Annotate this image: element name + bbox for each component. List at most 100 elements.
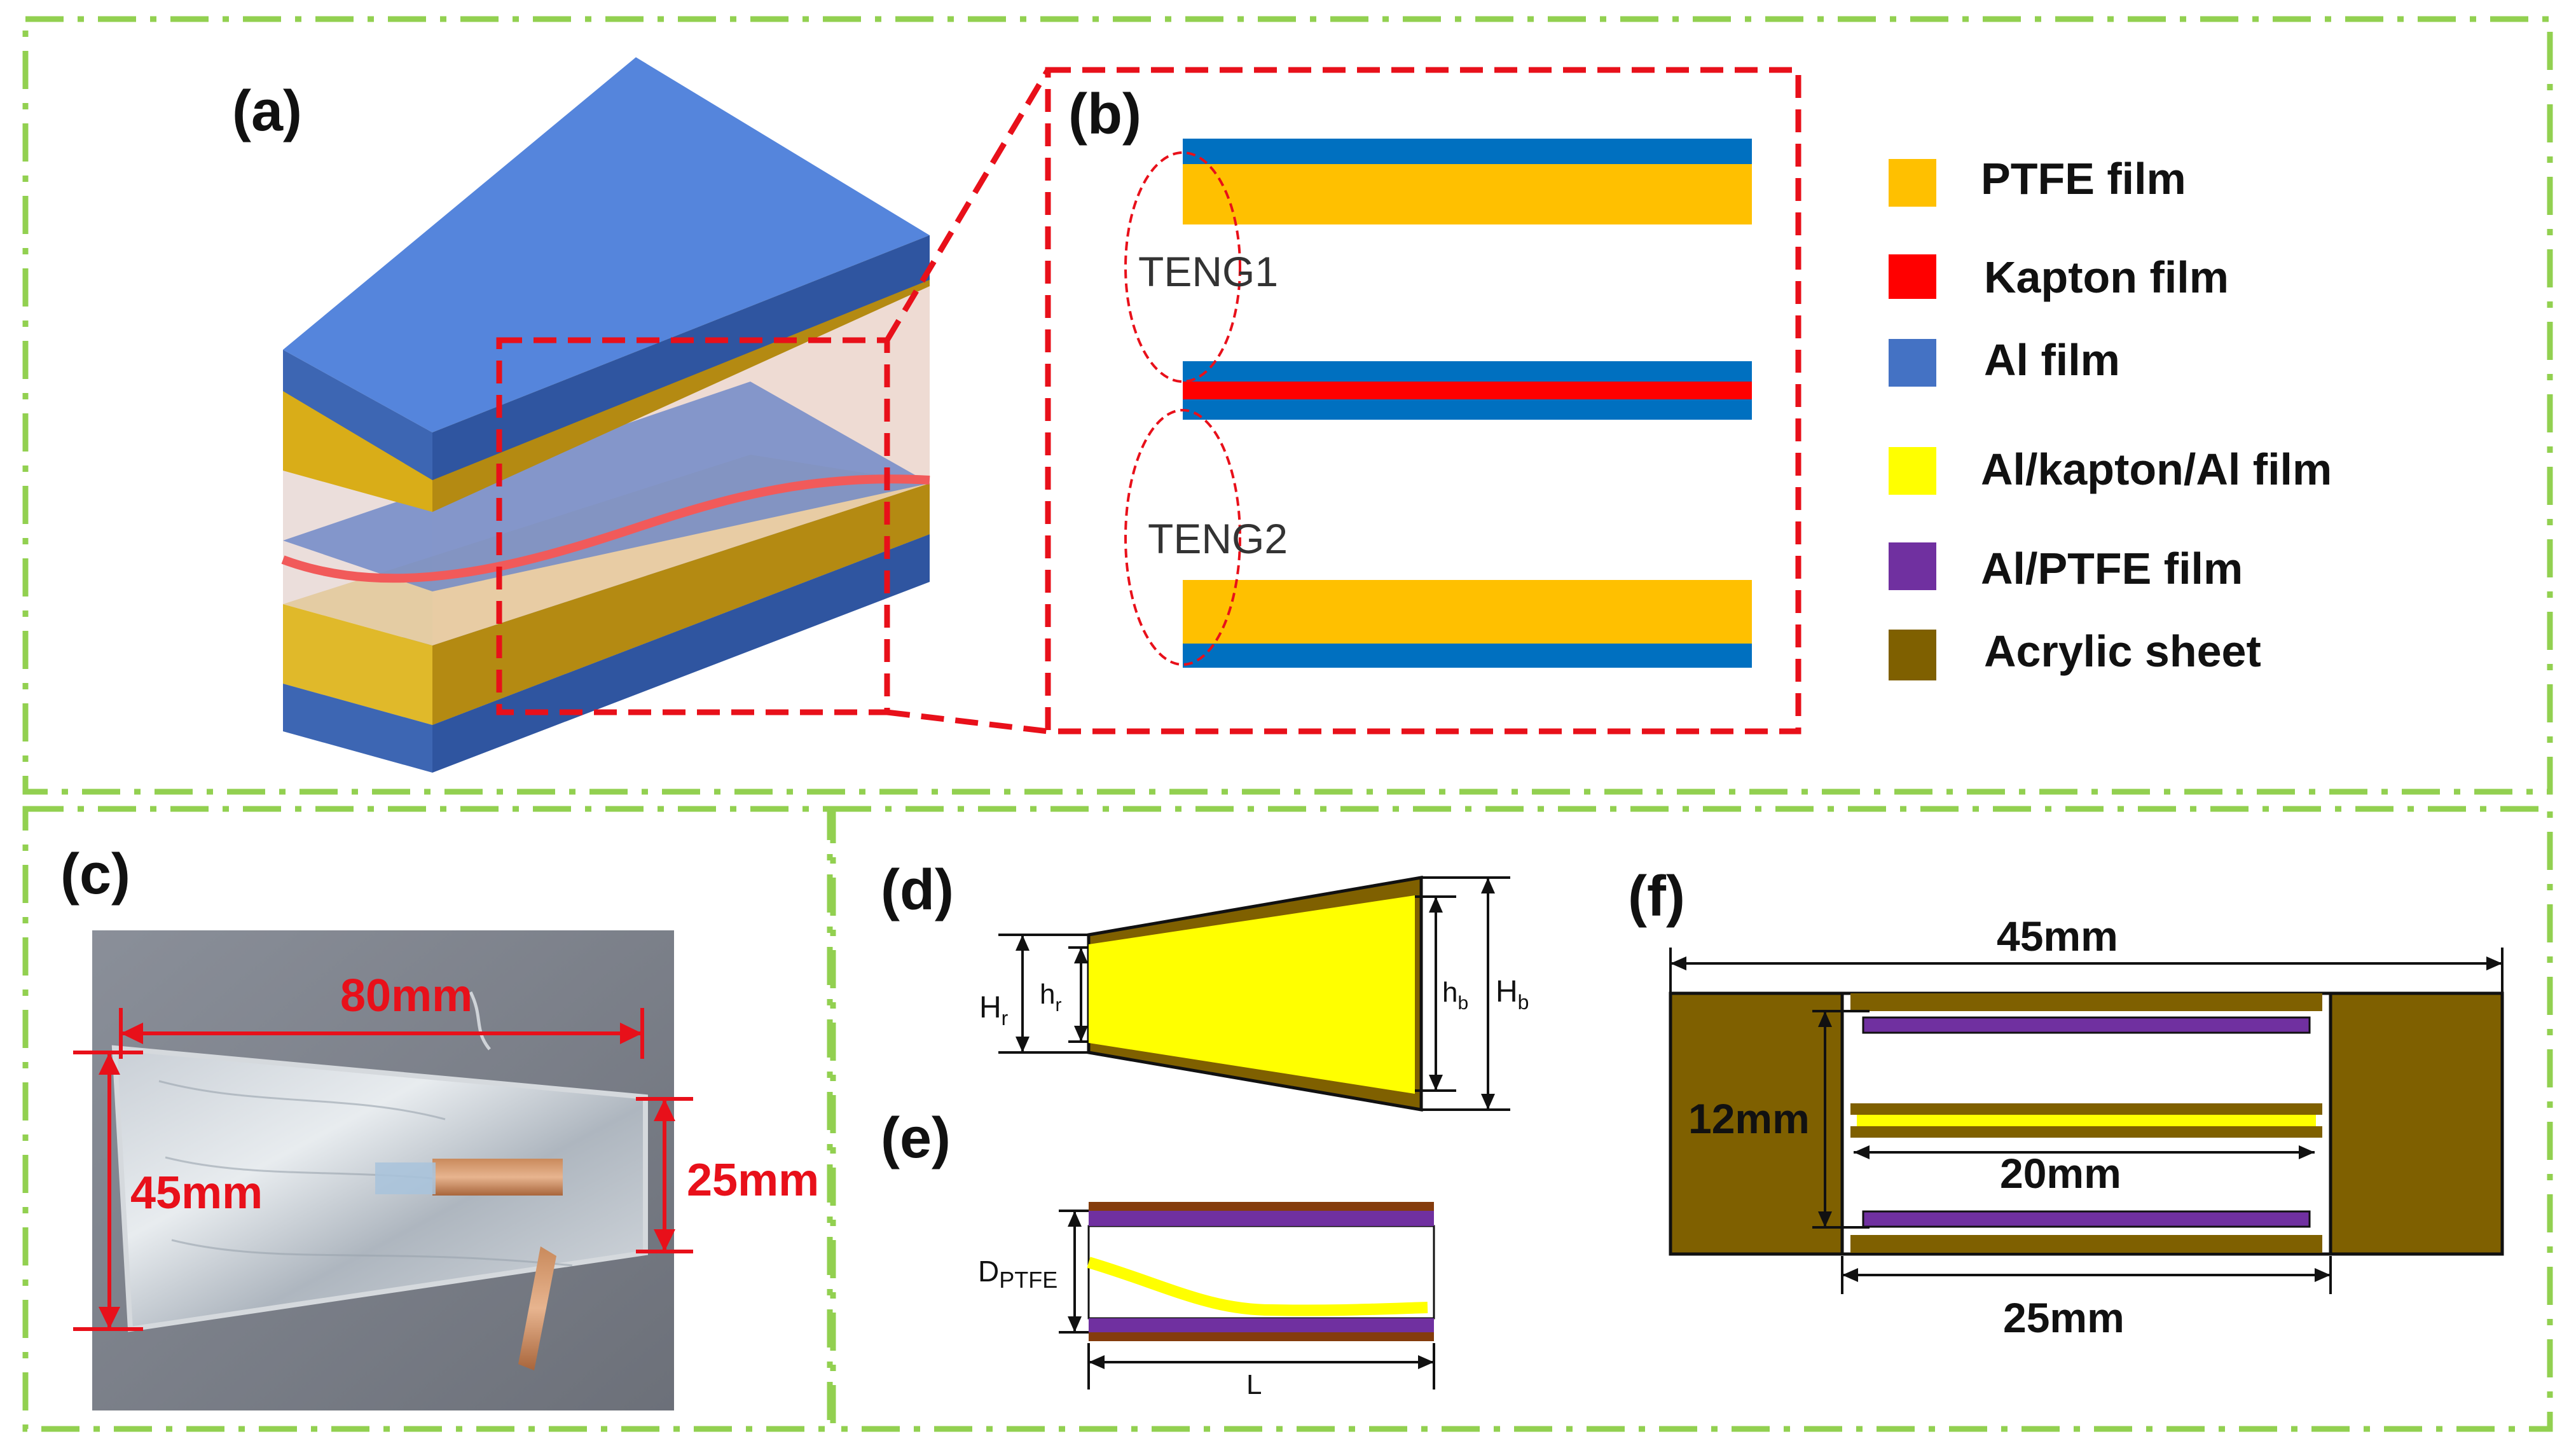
dim-25mm-label: 25mm: [2003, 1294, 2125, 1341]
panel-label-e: (e): [881, 1107, 951, 1170]
dim-80mm-arrow-left: [121, 1023, 143, 1044]
panel-c-photo: (c) 80mm 45mm 25mm: [60, 843, 819, 1410]
dim-45mm-label: 45mm: [1997, 913, 2118, 960]
bottom-ptfe-layer: [1183, 580, 1752, 644]
legend-swatch-al: [1889, 339, 1936, 387]
dim-25mm-label: 25mm: [687, 1155, 819, 1206]
middle-al-kapton-sheet: [283, 382, 930, 591]
teng2-label: TENG2: [1148, 515, 1288, 562]
panel-d-trapezoid: (d) Hr hr hb: [881, 859, 1529, 1112]
top-al-layer: [1183, 139, 1752, 164]
dim-12mm-arrow-bottom: [1818, 1211, 1832, 1227]
dim-12mm-arrow-top: [1818, 1011, 1832, 1027]
legend-swatch-acrylic: [1889, 630, 1936, 680]
zoom-box: [496, 337, 890, 715]
mid-yellow-strip: [1857, 1115, 2316, 1126]
legend-swatch-ptfe: [1889, 159, 1936, 207]
panel-label-f: (f): [1628, 865, 1685, 928]
l-arrow-right: [1418, 1355, 1434, 1369]
bottom-acrylic-strip: [1850, 1235, 2322, 1253]
hb-label: hb: [1442, 977, 1468, 1014]
bottom-acrylic-strip: [1089, 1332, 1434, 1341]
bottom-al-layer: [1183, 644, 1752, 668]
blue-tape: [375, 1162, 436, 1194]
cavity-outline: [1087, 1225, 1435, 1320]
dim-45mm-arrow-bottom: [99, 1307, 120, 1329]
dim-45mm-label: 45mm: [130, 1168, 263, 1218]
mid-al-bottom: [1183, 399, 1752, 420]
top-ptfe-front: [283, 391, 432, 512]
panel-e-side-view: (e) DPTFE L: [881, 1107, 1435, 1400]
frame-bottom-right: [830, 806, 2553, 1432]
top-al-ptfe-strip: [1862, 1016, 2311, 1034]
legend-label-al: Al film: [1984, 335, 2120, 385]
legend-label-al-ptfe: Al/PTFE film: [1981, 544, 2243, 593]
d-ptfe-label: DPTFE: [978, 1255, 1057, 1293]
dim-20mm-arrow-left: [1854, 1145, 1870, 1159]
teng1-label: TENG1: [1138, 248, 1278, 295]
wire-lead: [469, 991, 491, 1051]
bottom-ptfe-side: [432, 483, 930, 725]
top-acrylic-strip: [1089, 1202, 1434, 1211]
copper-tape-top: [432, 1159, 563, 1196]
d-ptfe-arrow-bottom: [1068, 1316, 1082, 1332]
zoom-detail-box: [1045, 67, 1801, 734]
top-acrylic-strip: [1850, 993, 2322, 1011]
mid-kapton: [1183, 382, 1752, 399]
legend-label-ptfe: PTFE film: [1981, 154, 2186, 203]
dim-25mm-arrow-right: [2315, 1268, 2331, 1282]
legend-label-al-kapton-al: Al/kapton/Al film: [1981, 445, 2332, 494]
Hr-label: Hr: [979, 991, 1009, 1030]
hr-arrow-top: [1074, 948, 1088, 963]
dim-45mm-arrow-top: [99, 1052, 120, 1075]
dim-80mm-label: 80mm: [340, 970, 472, 1021]
l-label: L: [1246, 1369, 1262, 1400]
teng1-ellipse: [1124, 151, 1241, 383]
top-al-ptfe-strip: [1089, 1211, 1434, 1226]
teng2-ellipse: [1124, 409, 1241, 666]
dim-45mm-arrow-right: [2486, 956, 2502, 970]
legend-swatch-al-kapton-al: [1889, 447, 1936, 495]
frame-top: [22, 16, 2553, 795]
d-ptfe-arrow-top: [1068, 1211, 1082, 1227]
panel-label-c: (c): [60, 843, 130, 906]
bottom-al-ptfe-strip: [1862, 1210, 2311, 1228]
Hb-arrow-bottom: [1481, 1094, 1495, 1110]
dim-20mm-arrow-right: [2299, 1145, 2315, 1159]
middle-sheet-curve: [281, 474, 930, 583]
panel-label-d: (d): [881, 859, 954, 922]
hr-label: hr: [1040, 979, 1061, 1016]
copper-tape-lead: [518, 1246, 556, 1370]
hb-arrow-bottom: [1429, 1075, 1443, 1091]
panel-label-a: (a): [232, 79, 302, 143]
middle-al-kapton-curve: [1087, 1257, 1428, 1316]
panel-f-cross-section: (f) 45mm 12mm 20mm: [1628, 865, 2504, 1341]
dim-45mm-arrow-left: [1670, 956, 1686, 970]
Hr-arrow-bottom: [1016, 1037, 1030, 1052]
top-ptfe-layer: [1183, 164, 1752, 224]
bottom-ptfe-front: [283, 604, 432, 725]
hr-arrow-bottom: [1074, 1026, 1088, 1042]
dim-20mm-label: 20mm: [2000, 1150, 2121, 1197]
hb-arrow-top: [1429, 897, 1443, 913]
Hr-arrow-top: [1016, 935, 1030, 951]
bottom-al-front: [283, 684, 432, 773]
panel-a-3d-device: (a): [232, 57, 1050, 773]
right-acrylic-block: [2329, 991, 2504, 1256]
frame-bottom-left: [22, 806, 833, 1432]
dim-25mm-arrow-top: [654, 1099, 675, 1121]
Hb-arrow-top: [1481, 878, 1495, 893]
zoom-line-top: [885, 68, 1050, 342]
bottom-al-side: [432, 534, 930, 773]
top-al-side: [432, 235, 930, 480]
dim-25mm-arrow-left: [1842, 1268, 1858, 1282]
panel-b-layer-schematic: (b) TENG1 TENG2: [1045, 67, 1801, 734]
panel-frames: [22, 16, 2553, 1432]
mid-acrylic-strip-top: [1850, 1103, 2322, 1115]
Hb-label: Hb: [1496, 975, 1529, 1014]
dim-80mm-arrow-right: [620, 1023, 642, 1044]
zoom-line-bottom: [886, 709, 1049, 734]
legend-swatch-al-ptfe: [1889, 542, 1936, 590]
panel-label-b: (b): [1068, 83, 1141, 146]
